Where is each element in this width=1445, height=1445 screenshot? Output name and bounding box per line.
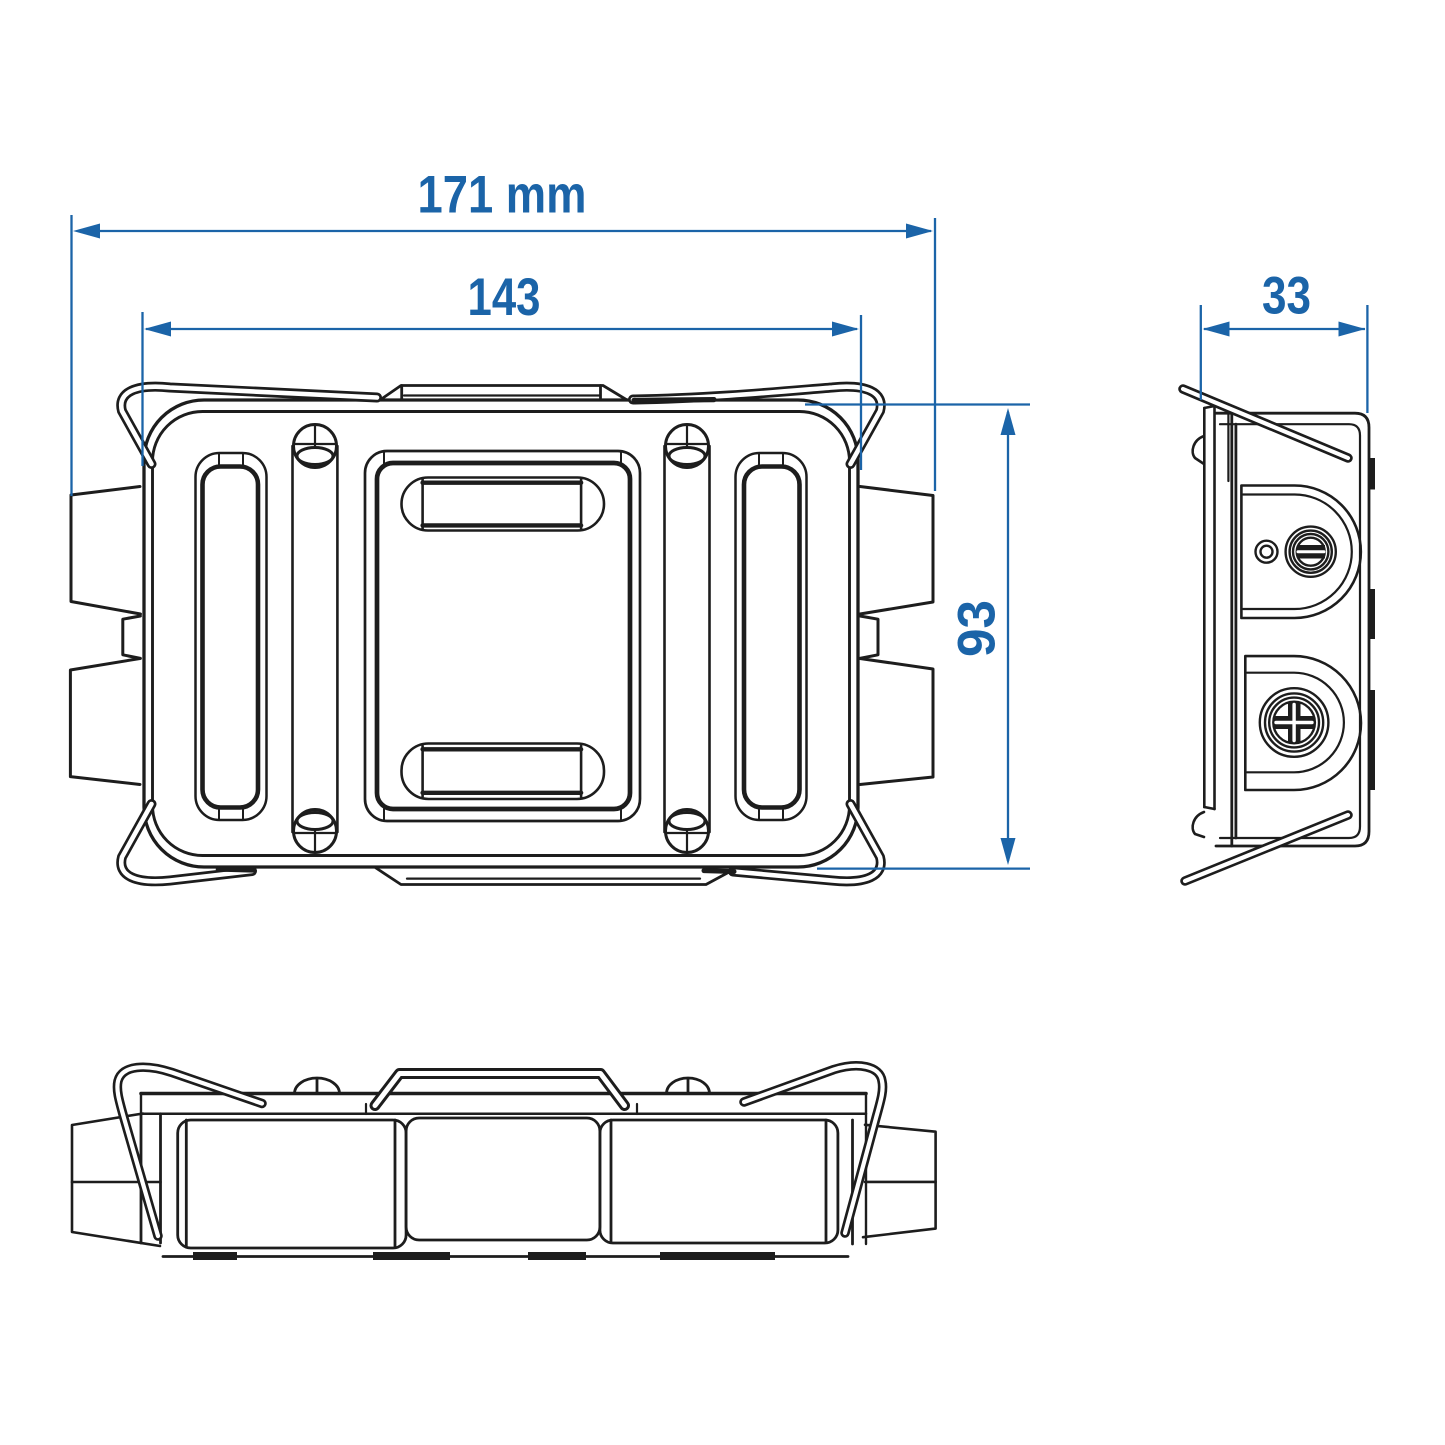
svg-text:33: 33	[1262, 267, 1311, 326]
svg-text:143: 143	[468, 268, 541, 327]
svg-text:93: 93	[947, 600, 1006, 657]
svg-text:171 mm: 171 mm	[418, 166, 587, 225]
